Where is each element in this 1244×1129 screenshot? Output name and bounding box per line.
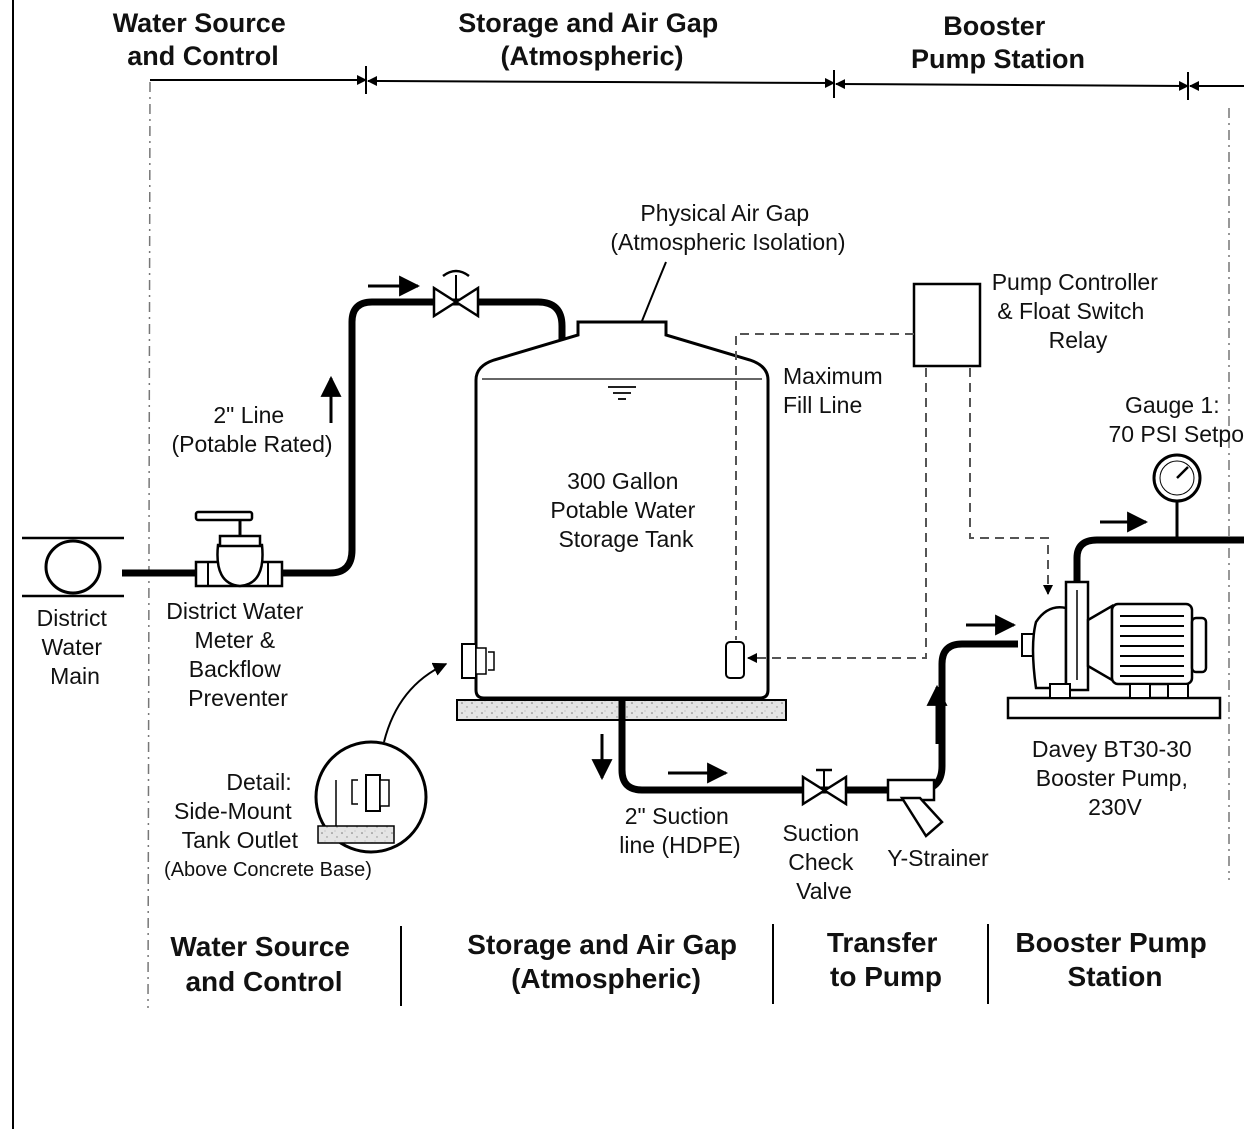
bottom-header-water-source: Water Source and Control	[170, 931, 357, 997]
check-valve-icon	[801, 768, 848, 807]
top-dimension-lines	[150, 66, 1244, 100]
district-main-symbol	[22, 536, 124, 598]
top-header-water-source: Water Source and Control	[113, 8, 294, 71]
bottom-header-transfer: Transfer to Pump	[827, 927, 945, 992]
top-header-booster: Booster Pump Station	[911, 11, 1085, 74]
gauge-label: Gauge 1: 70 PSI Setpo	[1108, 392, 1244, 447]
suction-line-label: 2" Suction line (HDPE)	[619, 803, 740, 858]
district-main-label: District Water Main	[37, 605, 114, 689]
pressure-gauge-icon	[1152, 453, 1202, 540]
pump-label: Davey BT30-30 Booster Pump, 230V	[1032, 736, 1198, 820]
supply-valve-icon	[432, 269, 480, 319]
storage-tank	[474, 320, 770, 700]
side-mount-outlet-icon	[461, 643, 495, 679]
float-signal-line	[735, 333, 914, 640]
zone-boundary-left	[147, 81, 151, 1009]
relay-to-float-line	[747, 368, 927, 663]
detail-leader	[383, 662, 448, 743]
outlet-detail-callout	[314, 740, 428, 854]
meter-label: District Water Meter & Backflow Prevente…	[166, 598, 310, 711]
check-valve-label: Suction Check Valve	[782, 820, 865, 904]
top-header-storage: Storage and Air Gap (Atmospheric)	[458, 8, 726, 71]
supply-line-pipe	[122, 298, 566, 577]
supply-line-label: 2" Line (Potable Rated)	[171, 402, 332, 457]
bottom-header-booster: Booster Pump Station	[1015, 927, 1214, 992]
detail-note: (Above Concrete Base)	[164, 859, 372, 881]
meter-backflow-preventer-icon	[194, 510, 284, 588]
float-switch	[725, 641, 745, 679]
discharge-pipe	[1073, 536, 1244, 582]
relay-to-pump-line	[969, 368, 1053, 595]
water-level-symbol	[608, 386, 636, 400]
air-gap-label: Physical Air Gap (Atmospheric Isolation)	[610, 200, 845, 255]
pump-controller-box	[912, 282, 982, 368]
booster-pump-icon	[1006, 580, 1222, 720]
bottom-header-storage: Storage and Air Gap (Atmospheric)	[467, 929, 744, 994]
y-strainer-label: Y-Strainer	[887, 845, 989, 871]
max-fill-label: Maximum Fill Line	[783, 363, 889, 418]
controller-label: Pump Controller & Float Switch Relay	[992, 269, 1165, 353]
detail-label: Detail: Side-Mount Tank Outlet	[174, 769, 299, 853]
y-strainer-icon	[886, 778, 944, 838]
tank-label: 300 Gallon Potable Water Storage Tank	[550, 468, 701, 552]
suction-line-pipe	[618, 640, 1018, 794]
